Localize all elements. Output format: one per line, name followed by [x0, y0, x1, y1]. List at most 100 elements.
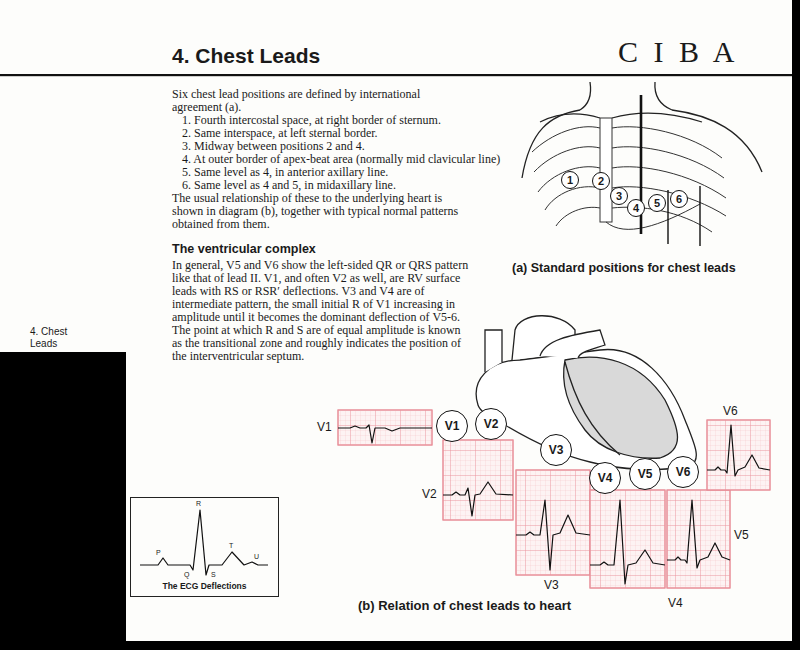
- chest-outline: [612, 113, 702, 122]
- chest-outline: [580, 82, 591, 110]
- circle-number: 3: [616, 190, 622, 202]
- lead-label: V1: [317, 420, 332, 434]
- ecg-trace: [590, 500, 665, 584]
- chest-outline: [540, 114, 600, 122]
- list-item: 6. Same level as 4 and 5, in midaxillary…: [172, 179, 507, 192]
- reference-line: [699, 186, 700, 246]
- inset-box: The ECG Deflections: [130, 497, 279, 597]
- ecg-strip: [338, 410, 770, 588]
- circle-number: 6: [676, 193, 682, 205]
- heart-outline: [485, 330, 502, 372]
- position-circle: 3: [610, 187, 628, 205]
- rib-lines: [532, 127, 600, 152]
- ecg-trace: [140, 425, 770, 584]
- figure-caption: (a) Standard positions for chest leads: [512, 261, 736, 276]
- lead-circle: V5: [629, 458, 661, 490]
- ecg-strip: [707, 420, 770, 490]
- figure-caption: (b) Relation of chest leads to heart: [358, 598, 571, 614]
- rib-lines: [534, 147, 600, 172]
- ecg-trace: [707, 425, 770, 476]
- rib-lines: [600, 118, 612, 222]
- reference-line: [641, 95, 700, 246]
- circle-number: V4: [598, 471, 613, 485]
- body-text: In general, V5 and V6 show the left-side…: [172, 259, 472, 363]
- list-item: 2. Same interspace, at left sternal bord…: [172, 127, 507, 140]
- chest-outline: [522, 110, 580, 178]
- wave-letter: S: [211, 571, 216, 579]
- position-circle: 1: [561, 171, 579, 189]
- circle-number: V1: [445, 419, 460, 433]
- ecg-trace: [667, 500, 730, 568]
- wave-letter: P: [156, 549, 161, 557]
- text-column: Six chest lead positions are defined by …: [172, 88, 507, 363]
- box-caption: The ECG Deflections: [131, 581, 278, 591]
- ecg-strip: [707, 420, 770, 490]
- ecg-strip: [590, 490, 665, 588]
- rib-lines: [532, 118, 726, 232]
- circle-number: 2: [598, 175, 604, 187]
- lead-label: V3: [544, 578, 559, 592]
- lead-label: V2: [422, 487, 437, 501]
- ecg-strip: [667, 490, 730, 588]
- lead-circle: V1: [436, 410, 468, 442]
- lead-label: V4: [668, 596, 683, 610]
- rib-lines: [556, 207, 600, 226]
- rib-lines: [545, 187, 600, 210]
- ecg-strip: [443, 440, 513, 520]
- ecg-strip: [667, 490, 730, 588]
- heart-outline: [564, 357, 678, 458]
- circle-number: V2: [484, 417, 499, 431]
- ecg-strip: [443, 440, 513, 520]
- circle-number: V6: [676, 465, 691, 479]
- circle-number: V5: [638, 467, 653, 481]
- page-title: 4. Chest Leads: [172, 44, 320, 68]
- list-item: 1. Fourth intercostal space, at right bo…: [172, 114, 507, 127]
- circle-number: 4: [633, 202, 639, 214]
- section-heading: The ventricular complex: [172, 242, 472, 257]
- circle-number: 5: [654, 197, 660, 209]
- wave-letter: Q: [184, 571, 189, 579]
- lead-circle: V4: [589, 462, 621, 494]
- title-rule: [0, 74, 792, 76]
- body-text: The usual relationship of these to the u…: [172, 192, 472, 231]
- position-circle: 4: [627, 199, 645, 217]
- rib-lines: [612, 167, 726, 198]
- ecg-trace: [516, 500, 590, 570]
- lead-circle: V3: [540, 434, 572, 466]
- position-circle: 2: [592, 172, 610, 190]
- wave-letter: R: [196, 500, 201, 508]
- list-item: 5. Same level as 4, in anterior axillary…: [172, 166, 507, 179]
- ecg-trace: [338, 425, 432, 443]
- chest-outline: [655, 82, 672, 110]
- ecg-strip: [590, 490, 665, 588]
- circle-number: V3: [549, 443, 564, 457]
- lead-label: V6: [723, 404, 738, 418]
- position-circle: 6: [670, 190, 688, 208]
- rib-lines: [612, 127, 722, 158]
- body-text: Six chest lead positions are defined by …: [172, 88, 472, 114]
- position-circle: 5: [648, 194, 666, 212]
- list-item: 3. Midway between positions 2 and 4.: [172, 140, 507, 153]
- lead-label: V5: [734, 528, 749, 542]
- rib-lines: [612, 147, 724, 178]
- ecg-strip: [338, 410, 432, 445]
- lead-circle: V2: [475, 408, 507, 440]
- side-tab-label: 4. Chest Leads: [30, 326, 92, 350]
- list-item: 4. At outer border of apex-beat area (no…: [172, 153, 507, 166]
- brand-mark: C I B A: [618, 34, 739, 70]
- ecg-trace: [443, 482, 513, 516]
- wave-letter: T: [229, 542, 233, 550]
- wave-letter: U: [254, 553, 259, 561]
- ecg-strip: [516, 470, 590, 575]
- circle-number: 1: [567, 174, 573, 186]
- rib-lines: [612, 187, 726, 216]
- heart-outline: [540, 330, 605, 358]
- ecg-trace: [140, 510, 268, 575]
- rib-lines: [538, 167, 600, 192]
- ecg-strip: [338, 410, 432, 445]
- card-background: [0, 0, 792, 641]
- ecg-strip: [516, 470, 590, 575]
- heart-outline: [565, 362, 620, 455]
- lead-circle: V6: [667, 456, 699, 488]
- reference-line: [667, 190, 668, 244]
